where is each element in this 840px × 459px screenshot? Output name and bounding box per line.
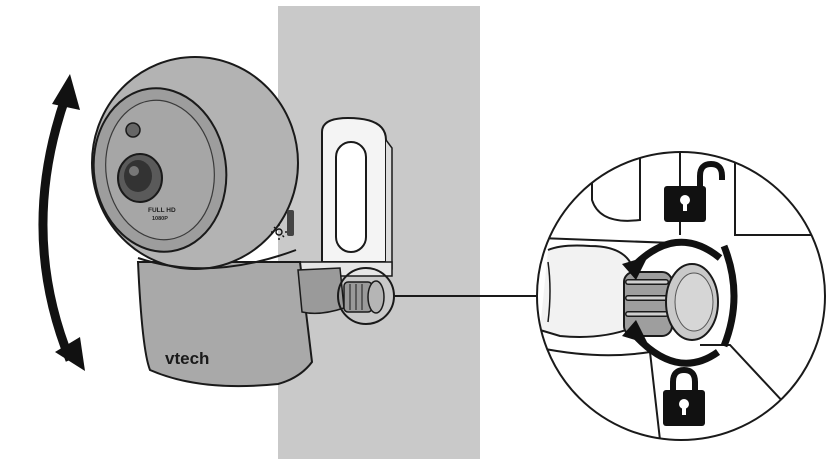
padlock-open-icon <box>664 160 725 222</box>
light-sensor <box>125 122 141 138</box>
sun-icon <box>271 224 287 240</box>
zoomed-detail-view <box>536 151 826 441</box>
rotate-arrows-icon <box>622 238 738 367</box>
double-headed-curved-arrow-icon <box>38 74 85 371</box>
resolution-badge-line1: FULL HD <box>148 207 176 214</box>
brand-logo-text: vtech <box>165 349 209 368</box>
padlock-closed-icon <box>663 366 705 426</box>
tilt-knob <box>343 280 385 314</box>
baby-camera: FULL HD 1080P vtech <box>91 56 345 388</box>
resolution-badge-line2: 1080P <box>152 216 168 222</box>
